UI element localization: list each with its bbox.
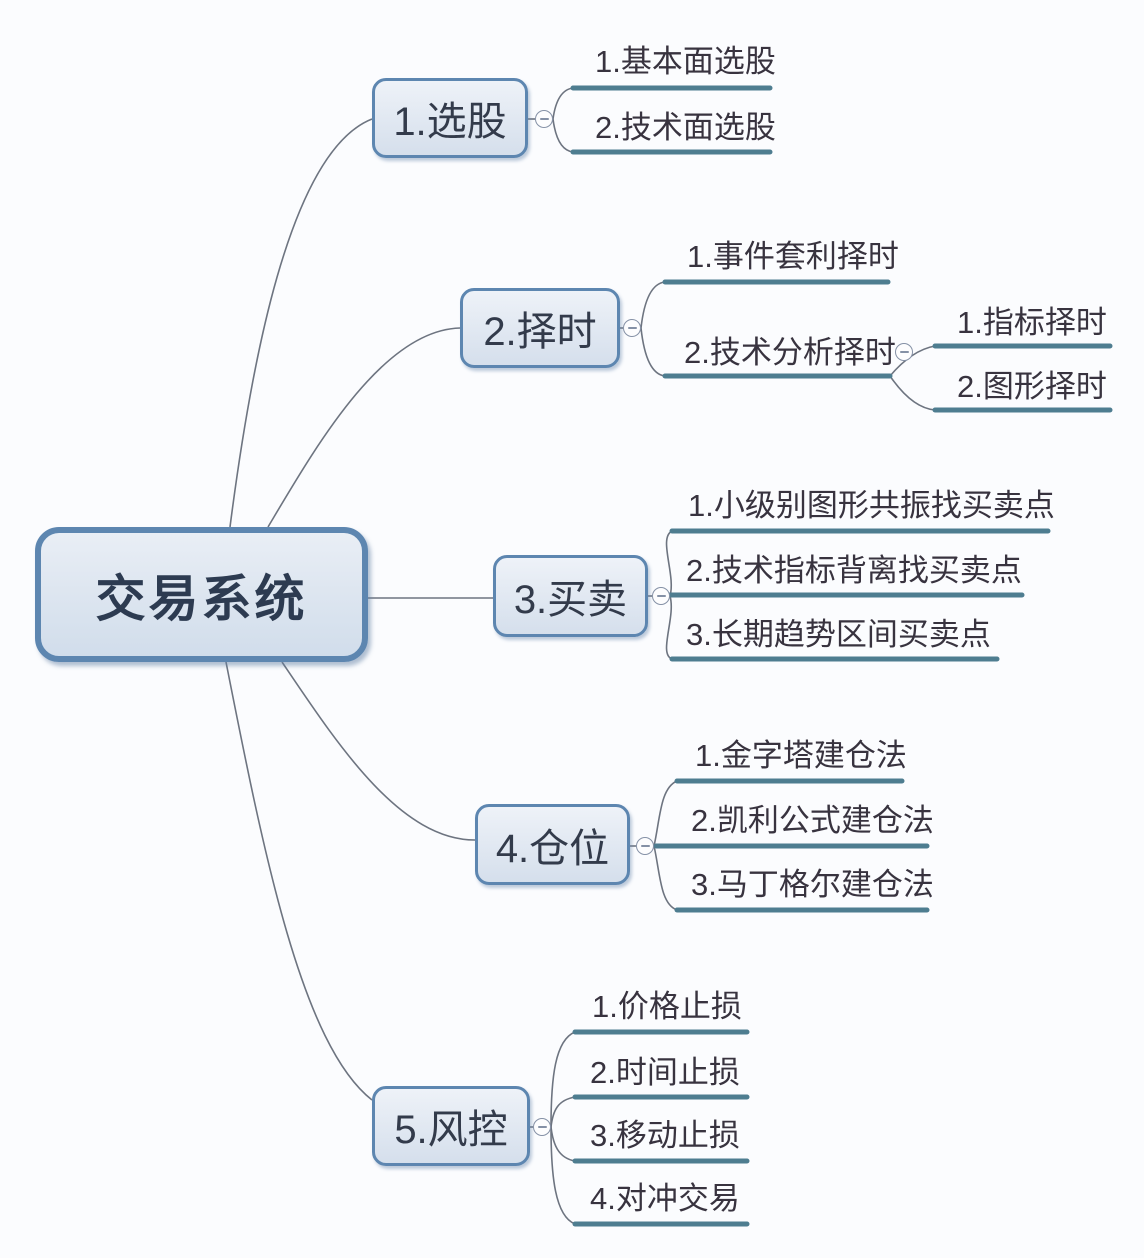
- leaf-topic[interactable]: 2.凯利公式建仓法: [691, 803, 934, 838]
- collapse-toggle-branch4[interactable]: [636, 837, 654, 855]
- leaf-topic[interactable]: 2.时间止损: [590, 1055, 740, 1090]
- leaf-topic[interactable]: 4.对冲交易: [590, 1181, 740, 1216]
- collapse-toggle-branch2-sub[interactable]: [895, 343, 913, 361]
- fan-branch1-child1: [552, 87, 574, 120]
- leaf-topic[interactable]: 1.小级别图形共振找买卖点: [688, 488, 1055, 523]
- minus-icon: [656, 595, 666, 597]
- branch-node-5[interactable]: 5.风控: [372, 1086, 530, 1166]
- branch-node-3[interactable]: 3.买卖: [493, 555, 648, 637]
- fan-branch5-child3: [550, 1126, 576, 1162]
- leaf-topic[interactable]: 2.技术面选股: [595, 110, 776, 145]
- minus-icon: [627, 327, 637, 329]
- leaf-topic[interactable]: 1.基本面选股: [595, 44, 776, 79]
- leaf-topic[interactable]: 1.指标择时: [957, 305, 1107, 340]
- fan-branch3-child1: [665, 530, 673, 597]
- fan-branch3-child3: [665, 595, 673, 660]
- fan-branch1-child2: [552, 118, 574, 153]
- edge-root-branch2: [267, 327, 461, 528]
- leaf-topic[interactable]: 1.价格止损: [592, 989, 742, 1024]
- minus-icon: [537, 1126, 547, 1128]
- collapse-toggle-branch3[interactable]: [652, 587, 670, 605]
- fan-branch2-child1: [640, 281, 666, 329]
- leaf-topic[interactable]: 3.马丁格尔建仓法: [691, 867, 934, 902]
- leaf-topic[interactable]: 2.图形择时: [957, 369, 1107, 404]
- fan-branch2-sub-child2: [889, 375, 936, 411]
- fan-branch2-child2: [640, 327, 666, 377]
- leaf-topic[interactable]: 3.长期趋势区间买卖点: [686, 617, 991, 652]
- leaf-topic[interactable]: 1.金字塔建仓法: [695, 738, 907, 773]
- fan-branch5-child2: [550, 1096, 576, 1128]
- branch-node-2-label: 2.择时: [483, 310, 597, 354]
- fan-branch5-child1: [550, 1031, 576, 1128]
- branch-node-2[interactable]: 2.择时: [460, 288, 620, 368]
- fan-branch5-child4: [550, 1126, 576, 1225]
- edge-root-branch5: [225, 661, 373, 1101]
- leaf-topic[interactable]: 1.事件套利择时: [687, 239, 899, 274]
- minus-icon: [539, 118, 549, 120]
- collapse-toggle-branch1[interactable]: [535, 110, 553, 128]
- collapse-toggle-branch5[interactable]: [533, 1118, 551, 1136]
- branch-node-1[interactable]: 1.选股: [372, 78, 528, 158]
- branch-node-4[interactable]: 4.仓位: [475, 804, 630, 885]
- root-node[interactable]: 交易系统: [35, 527, 368, 662]
- leaf-topic[interactable]: 3.移动止损: [590, 1118, 740, 1153]
- fan-branch4-child1: [653, 780, 678, 847]
- edge-root-branch4: [281, 661, 476, 841]
- branch-node-1-label: 1.选股: [393, 100, 507, 144]
- branch-node-3-label: 3.买卖: [513, 578, 628, 622]
- minus-icon: [899, 351, 909, 353]
- edge-root-branch1: [229, 118, 373, 528]
- leaf-topic[interactable]: 2.技术指标背离找买卖点: [686, 553, 1022, 588]
- root-node-label: 交易系统: [95, 570, 308, 627]
- branch-node-5-label: 5.风控: [394, 1108, 508, 1152]
- fan-branch4-child3: [653, 845, 678, 911]
- leaf-topic[interactable]: 2.技术分析择时: [684, 335, 896, 370]
- minus-icon: [640, 845, 650, 847]
- branch-node-4-label: 4.仓位: [495, 826, 610, 871]
- collapse-toggle-branch2[interactable]: [623, 319, 641, 337]
